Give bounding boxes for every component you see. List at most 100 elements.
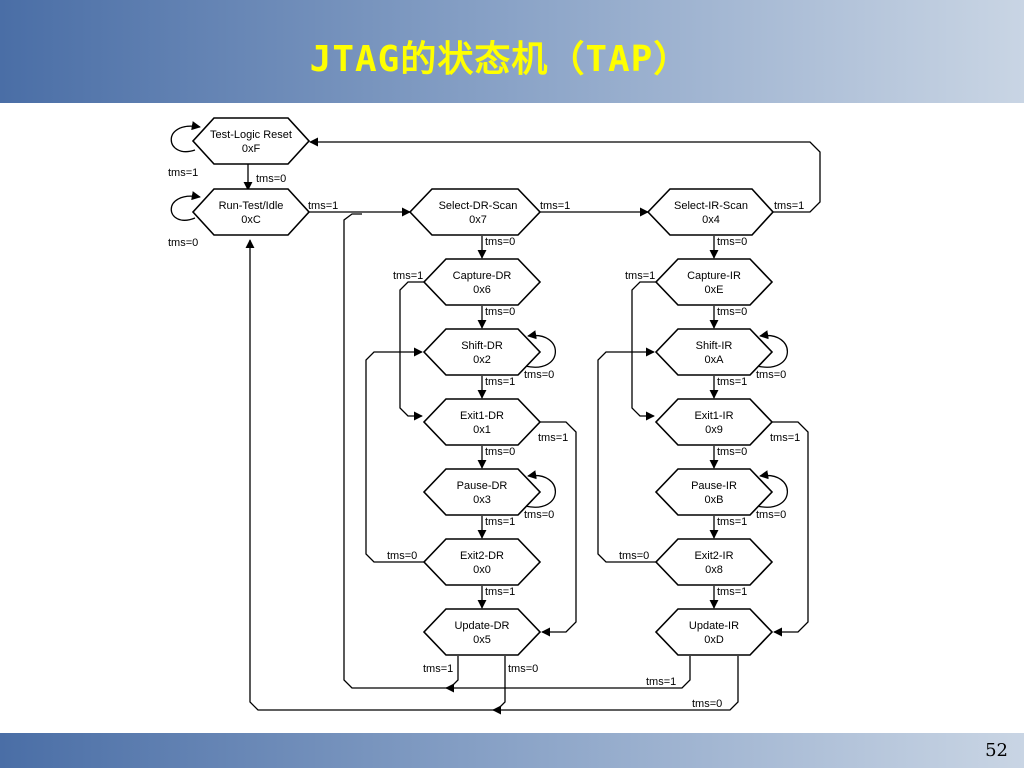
label-rti-to-sdr: tms=1 — [308, 200, 338, 212]
state-update-ir: Update-IR 0xD — [654, 608, 774, 656]
label-shir-self: tms=0 — [756, 369, 786, 381]
state-name: Capture-DR — [453, 270, 512, 282]
state-code: 0x7 — [469, 214, 487, 226]
state-name: Test-Logic Reset — [210, 129, 292, 141]
label-e2ir-to-shir: tms=0 — [619, 550, 649, 562]
label-shdr-self: tms=0 — [524, 369, 554, 381]
state-name: Select-DR-Scan — [439, 200, 518, 212]
label-e2ir-to-uir: tms=1 — [717, 586, 747, 598]
state-name: Exit2-IR — [694, 550, 733, 562]
state-code: 0xC — [241, 214, 261, 226]
state-code: 0x4 — [702, 214, 720, 226]
state-run-test-idle: Run-Test/Idle 0xC — [191, 188, 311, 236]
state-select-ir-scan: Select-IR-Scan 0x4 — [646, 188, 775, 236]
edge-rti-self — [170, 191, 201, 221]
label-tlr-to-rti: tms=0 — [256, 173, 286, 185]
edge-cdr-to-e1dr — [399, 281, 424, 421]
state-name: Exit2-DR — [460, 550, 504, 562]
label-pdr-to-e2dr: tms=1 — [485, 516, 515, 528]
state-capture-dr: Capture-DR 0x6 — [422, 258, 542, 306]
state-code: 0x3 — [473, 494, 491, 506]
state-exit1-dr: Exit1-DR 0x1 — [422, 398, 542, 446]
state-exit2-ir: Exit2-IR 0x8 — [654, 538, 774, 586]
label-e1dr-to-pdr: tms=0 — [485, 446, 515, 458]
label-e1ir-to-pir: tms=0 — [717, 446, 747, 458]
edge-udr-to-sdr — [343, 213, 459, 689]
state-exit1-ir: Exit1-IR 0x9 — [654, 398, 774, 446]
label-pdr-self: tms=0 — [524, 509, 554, 521]
label-shdr-to-e1dr: tms=1 — [485, 376, 515, 388]
edge-e2ir-to-shir — [597, 347, 656, 563]
edge-pir-self — [756, 470, 789, 508]
label-sir-to-cir: tms=0 — [717, 236, 747, 248]
state-code: 0x0 — [473, 564, 491, 576]
label-pir-to-e2ir: tms=1 — [717, 516, 747, 528]
edge-sir-to-tlr — [309, 137, 821, 213]
label-uir-to-sdr: tms=1 — [646, 676, 676, 688]
state-code: 0x6 — [473, 284, 491, 296]
edge-pdr-self — [524, 470, 557, 508]
state-shift-dr: Shift-DR 0x2 — [422, 328, 542, 376]
state-shift-ir: Shift-IR 0xA — [654, 328, 774, 376]
state-pause-dr: Pause-DR 0x3 — [422, 468, 542, 516]
label-sdr-to-sir: tms=1 — [540, 200, 570, 212]
header-bar — [0, 0, 1024, 103]
state-name: Update-DR — [454, 620, 509, 632]
state-name: Capture-IR — [687, 270, 741, 282]
label-e1dr-to-udr: tms=1 — [538, 432, 568, 444]
state-update-dr: Update-DR 0x5 — [422, 608, 542, 656]
label-pir-self: tms=0 — [756, 509, 786, 521]
footer-bar — [0, 733, 1024, 768]
label-e1ir-to-uir: tms=1 — [770, 432, 800, 444]
state-name: Run-Test/Idle — [219, 200, 284, 212]
label-cir-to-shir: tms=0 — [717, 306, 747, 318]
label-cdr-to-shdr: tms=0 — [485, 306, 515, 318]
state-name: Exit1-IR — [694, 410, 733, 422]
state-name: Shift-IR — [696, 340, 733, 352]
label-cir-to-e1ir: tms=1 — [625, 270, 655, 282]
edge-uir-to-rti — [492, 656, 739, 715]
label-shir-to-e1ir: tms=1 — [717, 376, 747, 388]
edge-e1dr-to-udr — [540, 421, 577, 637]
edge-e1ir-to-uir — [772, 421, 809, 637]
state-code: 0xF — [242, 143, 261, 155]
state-code: 0xD — [704, 634, 724, 646]
edge-e2dr-to-shdr — [365, 347, 424, 563]
label-sdr-to-cdr: tms=0 — [485, 236, 515, 248]
edge-udr-to-rti — [245, 239, 506, 711]
label-e2dr-to-udr: tms=1 — [485, 586, 515, 598]
state-name: Shift-DR — [461, 340, 503, 352]
label-udr-to-rti: tms=0 — [508, 663, 538, 675]
state-test-logic-reset: Test-Logic Reset 0xF — [191, 117, 311, 165]
state-code: 0x5 — [473, 634, 491, 646]
state-exit2-dr: Exit2-DR 0x0 — [422, 538, 542, 586]
edge-uir-to-sdr — [445, 656, 691, 693]
edge-shdr-self — [524, 330, 557, 368]
state-code: 0x8 — [705, 564, 723, 576]
state-code: 0x2 — [473, 354, 491, 366]
state-select-dr-scan: Select-DR-Scan 0x7 — [408, 188, 542, 236]
label-udr-to-sdr: tms=1 — [423, 663, 453, 675]
state-code: 0xA — [705, 354, 725, 366]
edge-cir-to-e1ir — [631, 281, 656, 421]
state-name: Pause-IR — [691, 480, 737, 492]
state-code: 0x9 — [705, 424, 723, 436]
slide-title: JTAG的状态机（TAP） — [309, 39, 691, 80]
state-capture-ir: Capture-IR 0xE — [654, 258, 774, 306]
edge-shir-self — [756, 330, 789, 368]
label-tlr-self: tms=1 — [168, 167, 198, 179]
label-cdr-to-e1dr: tms=1 — [393, 270, 423, 282]
state-name: Pause-DR — [457, 480, 508, 492]
state-name: Update-IR — [689, 620, 739, 632]
label-sir-to-tlr: tms=1 — [774, 200, 804, 212]
state-name: Select-IR-Scan — [674, 200, 748, 212]
state-name: Exit1-DR — [460, 410, 504, 422]
page-number: 52 — [985, 740, 1008, 761]
state-code: 0x1 — [473, 424, 491, 436]
state-pause-ir: Pause-IR 0xB — [654, 468, 774, 516]
state-code: 0xE — [705, 284, 724, 296]
state-code: 0xB — [705, 494, 724, 506]
label-uir-to-rti: tms=0 — [692, 698, 722, 710]
label-e2dr-to-shdr: tms=0 — [387, 550, 417, 562]
